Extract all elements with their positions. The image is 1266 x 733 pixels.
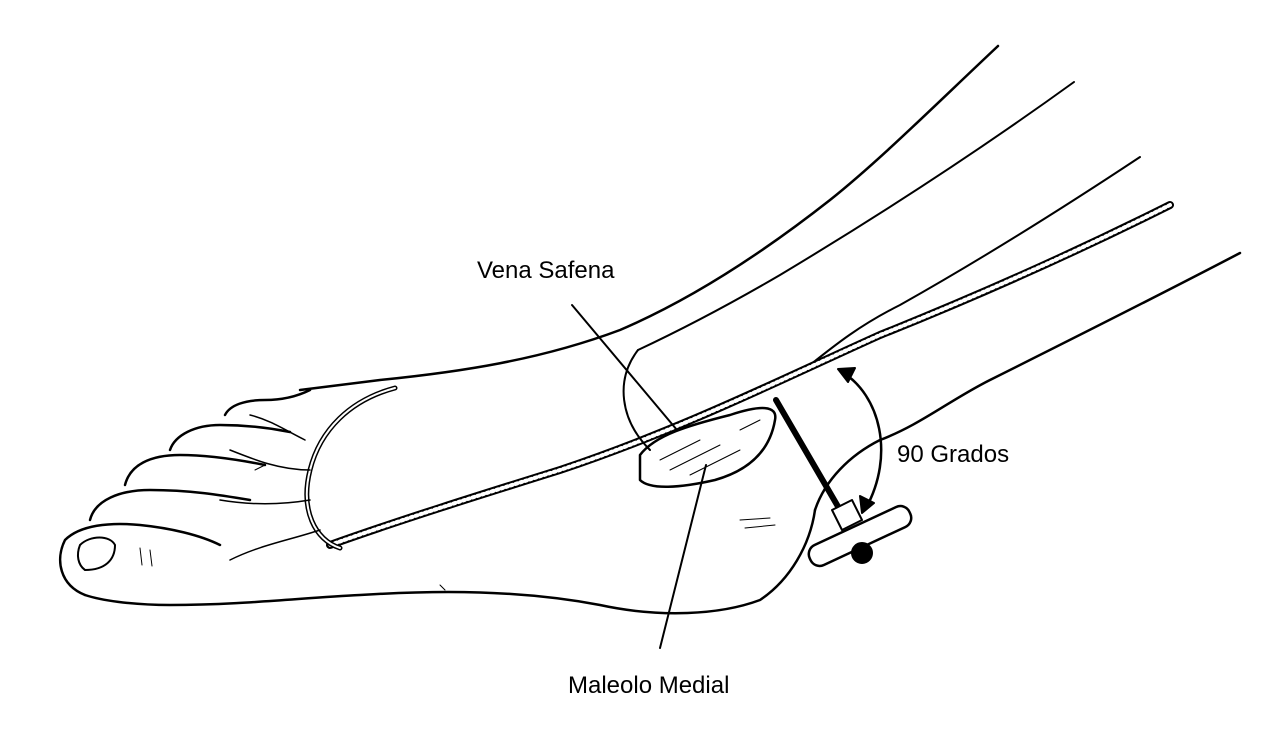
toe-3 [123, 453, 267, 487]
toe-4 [168, 423, 292, 452]
saphenous-vein-inner [328, 203, 1172, 547]
medial-malleolus [638, 406, 777, 488]
toenail [76, 536, 116, 571]
foot-sole [83, 508, 817, 615]
toe-5 [223, 388, 312, 417]
tendon-line [809, 156, 1141, 366]
angle-arc [840, 370, 883, 510]
toe-2 [88, 488, 252, 522]
tibia-line [637, 81, 1075, 351]
ankle-curve [622, 349, 651, 451]
needle-hub [851, 542, 873, 564]
needle-shaft [773, 397, 843, 513]
malleolus-shading [659, 419, 761, 476]
vena-safena-leader [571, 304, 678, 431]
angle-arrow-bottom [859, 495, 875, 514]
skin-details [139, 464, 776, 591]
angle-label: 90 Grados [897, 441, 1010, 468]
maleolo-medial-label: Maleolo Medial [568, 672, 730, 699]
maleolo-medial-leader [659, 464, 707, 649]
big-toe [58, 522, 222, 597]
toe-veins [219, 414, 321, 561]
vena-safena-label: Vena Safena [477, 257, 615, 284]
leg-upper-outline [298, 44, 1000, 392]
leg-lower-outline [813, 251, 1242, 512]
saphenous-vein [326, 201, 1174, 549]
angle-arrow-top [837, 367, 856, 383]
needle-collar [831, 499, 863, 531]
